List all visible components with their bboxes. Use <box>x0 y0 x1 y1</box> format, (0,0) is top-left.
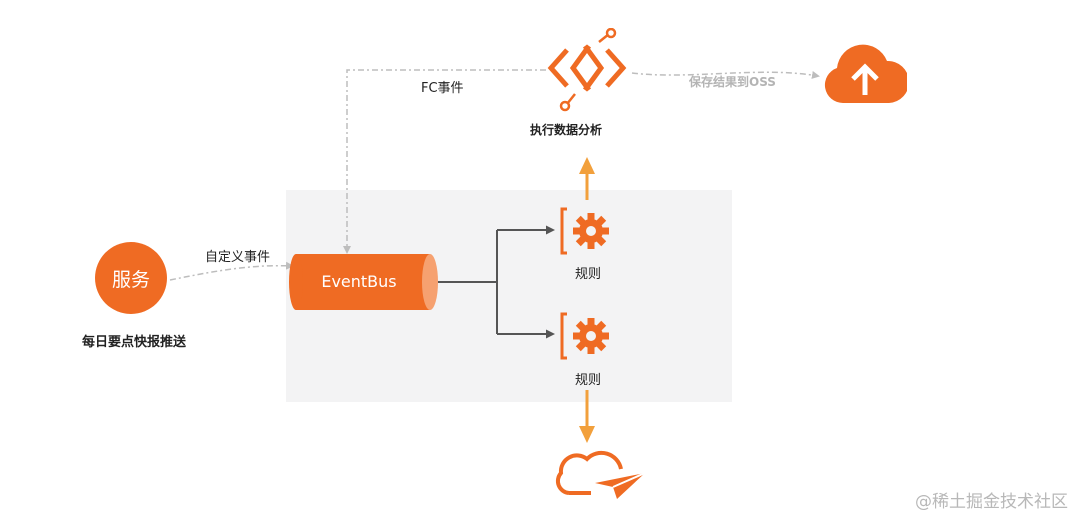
rule-label-2: 规则 <box>575 373 602 388</box>
service-node: 服务 <box>95 242 167 314</box>
fc-event-connector <box>343 69 546 254</box>
custom-event-connector <box>169 261 294 281</box>
rule-gear-icon <box>560 312 609 360</box>
save-oss-connector <box>631 71 820 79</box>
service-label: 服务 <box>111 268 150 291</box>
analysis-caption: 执行数据分析 <box>530 123 603 137</box>
watermark: @稀土掘金技术社区 <box>915 492 1068 512</box>
bus-to-rules-connector <box>437 230 498 334</box>
eventbus-cylinder <box>289 254 438 310</box>
cloud-upload-icon <box>824 44 907 104</box>
rule-to-analysis-arrow <box>579 157 595 200</box>
cloud-notification-icon <box>555 450 646 499</box>
custom-event-label: 自定义事件 <box>205 250 271 265</box>
service-caption: 每日要点快报推送 <box>82 335 187 350</box>
function-compute-icon <box>547 28 627 112</box>
rule-gear-icon <box>560 207 609 255</box>
rule-to-notify-arrow <box>579 390 595 443</box>
fc-event-label: FC事件 <box>421 81 464 96</box>
eventbus-label: EventBus <box>321 272 397 291</box>
save-oss-label: 保存结果到OSS <box>689 75 776 89</box>
rule-label-1: 规则 <box>575 267 602 282</box>
